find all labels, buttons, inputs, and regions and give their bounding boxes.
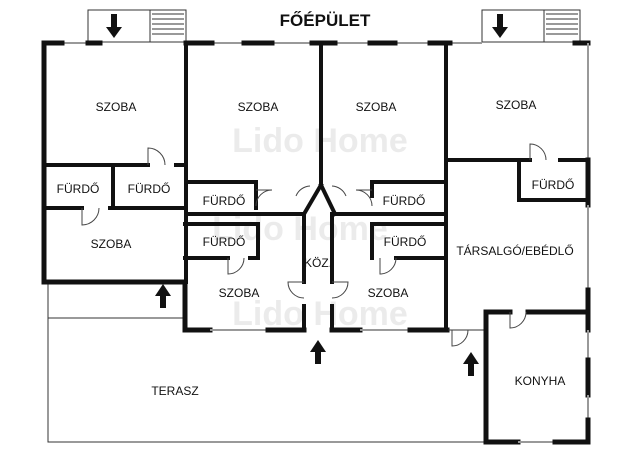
entrance-arrow-top-right-icon [492,14,508,38]
room-label-szoba-4: SZOBA [496,98,537,112]
room-label-furdo-6: FÜRDŐ [384,234,427,249]
room-label-furdo-1: FÜRDŐ [57,181,100,196]
exterior-walls [41,40,591,445]
entrance-left-box [87,9,187,43]
entrance-arrow-corridor-icon [310,340,326,364]
room-label-szoba-2: SZOBA [238,100,279,114]
entrance-arrow-kitchen-icon [463,352,479,376]
room-label-furdo-3: FÜRDŐ [203,193,246,208]
stairs-right-icon [546,13,578,35]
stairs-left-icon [152,13,184,35]
watermark-group: Lido Home Lido Home Lido Home [212,122,408,333]
room-label-furdo-2: FÜRDŐ [128,181,171,196]
room-label-szoba-1: SZOBA [96,100,137,114]
room-label-furdo-7: FÜRDŐ [532,177,575,192]
entrance-arrow-terrace-icon [155,284,171,308]
watermark-middle: Lido Home [212,210,388,248]
room-label-koz: KÖZ. [304,256,332,270]
terrace-outline [47,282,486,443]
room-label-szoba-3: SZOBA [356,100,397,114]
room-label-furdo-4: FÜRDŐ [383,193,426,208]
room-label-terasz: TERASZ [151,384,198,398]
room-label-szoba-5: SZOBA [91,237,132,251]
room-labels: SZOBA SZOBA SZOBA SZOBA SZOBA SZOBA SZOB… [57,98,575,398]
entrance-right-box [481,9,581,43]
room-label-konyha: KONYHA [515,374,566,388]
watermark-bottom: Lido Home [232,295,408,333]
entrance-arrow-top-left-icon [106,14,122,38]
room-label-szoba-6: SZOBA [219,286,260,300]
room-label-tarsalgo: TÁRSALGÓ/EBÉDLŐ [456,243,573,258]
door-swings [81,143,547,347]
room-label-furdo-5: FÜRDŐ [203,234,246,249]
top-entrances [87,9,581,43]
interior-walls [42,41,590,332]
plan-title: FŐÉPÜLET [280,11,371,30]
room-label-szoba-7: SZOBA [368,286,409,300]
